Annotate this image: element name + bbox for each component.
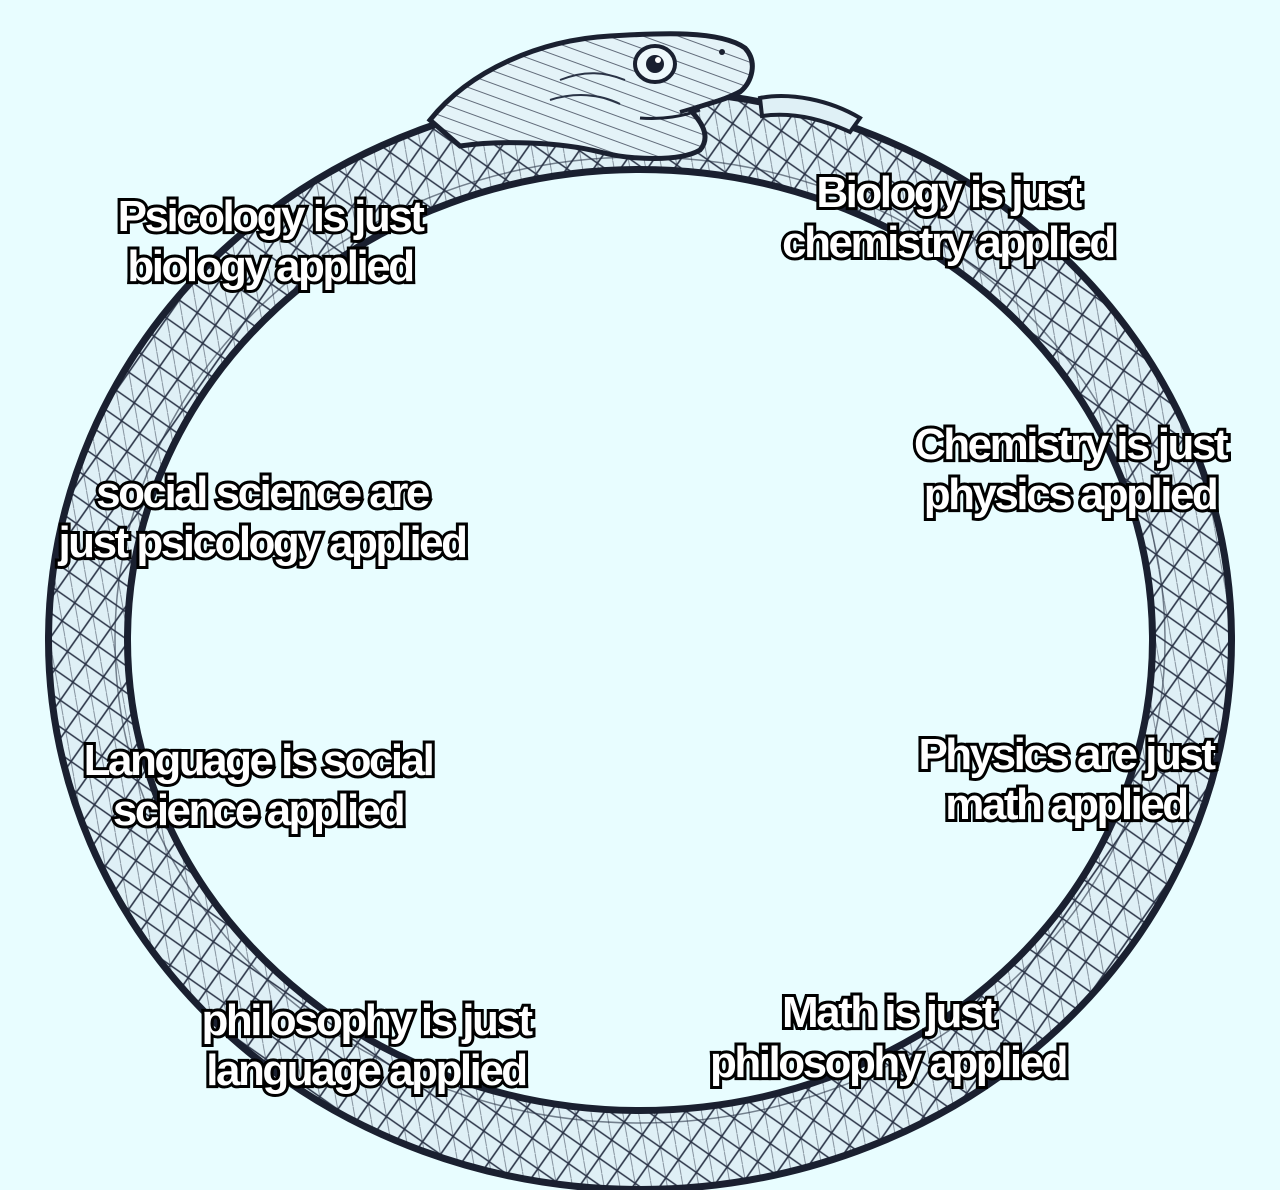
caption-physics: Physics are just math applied: [918, 730, 1213, 830]
caption-philosophy-line2: language applied: [201, 1046, 530, 1096]
caption-physics-line2: math applied: [918, 780, 1213, 830]
caption-psicology: Psicology is just biology applied: [118, 192, 423, 292]
caption-math-line2: philosophy applied: [710, 1038, 1066, 1088]
caption-biology-line1: Biology is just: [782, 168, 1114, 218]
caption-math: Math is just philosophy applied: [710, 988, 1066, 1088]
caption-biology-line2: chemistry applied: [782, 218, 1114, 268]
caption-social-science-line1: social science are: [58, 468, 465, 518]
caption-social-science-line2: just psicology applied: [58, 518, 465, 568]
caption-biology: Biology is just chemistry applied: [782, 168, 1114, 268]
caption-chemistry-line2: physics applied: [914, 470, 1226, 520]
caption-language-line2: science applied: [84, 786, 433, 836]
caption-physics-line1: Physics are just: [918, 730, 1213, 780]
caption-chemistry-line1: Chemistry is just: [914, 420, 1226, 470]
caption-philosophy-line1: philosophy is just: [201, 996, 530, 1046]
caption-language: Language is social science applied: [84, 736, 433, 836]
caption-language-line1: Language is social: [84, 736, 433, 786]
caption-social-science: social science are just psicology applie…: [58, 468, 465, 568]
caption-philosophy: philosophy is just language applied: [201, 996, 530, 1096]
caption-psicology-line1: Psicology is just: [118, 192, 423, 242]
caption-psicology-line2: biology applied: [118, 242, 423, 292]
caption-math-line1: Math is just: [710, 988, 1066, 1038]
caption-chemistry: Chemistry is just physics applied: [914, 420, 1226, 520]
snake-head: [430, 34, 752, 159]
